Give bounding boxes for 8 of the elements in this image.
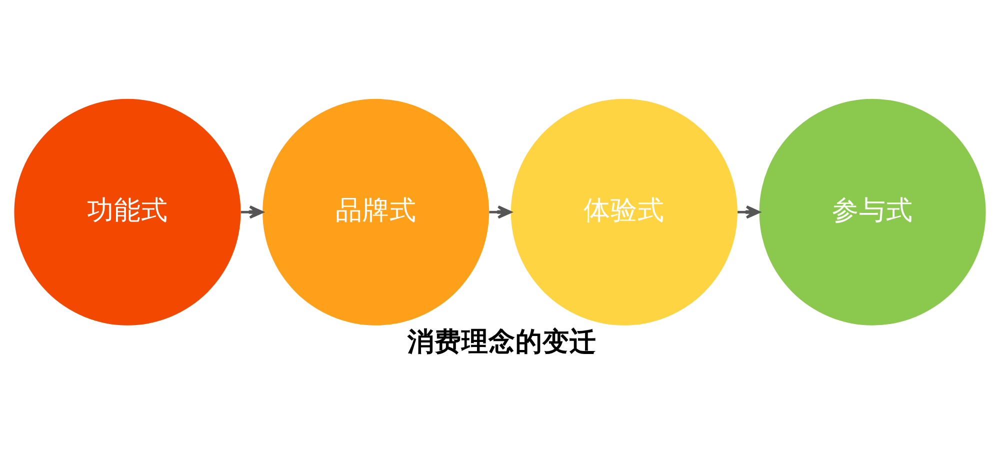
- arrow: [240, 205, 264, 219]
- caption: 消费理念的变迁: [407, 326, 596, 358]
- arrow: [489, 205, 512, 219]
- node-circle: 体验式: [510, 98, 738, 326]
- node-circle: 参与式: [759, 98, 986, 326]
- node-circle: 功能式: [14, 98, 241, 326]
- arrow: [738, 205, 760, 219]
- node-circle: 品牌式: [262, 98, 490, 326]
